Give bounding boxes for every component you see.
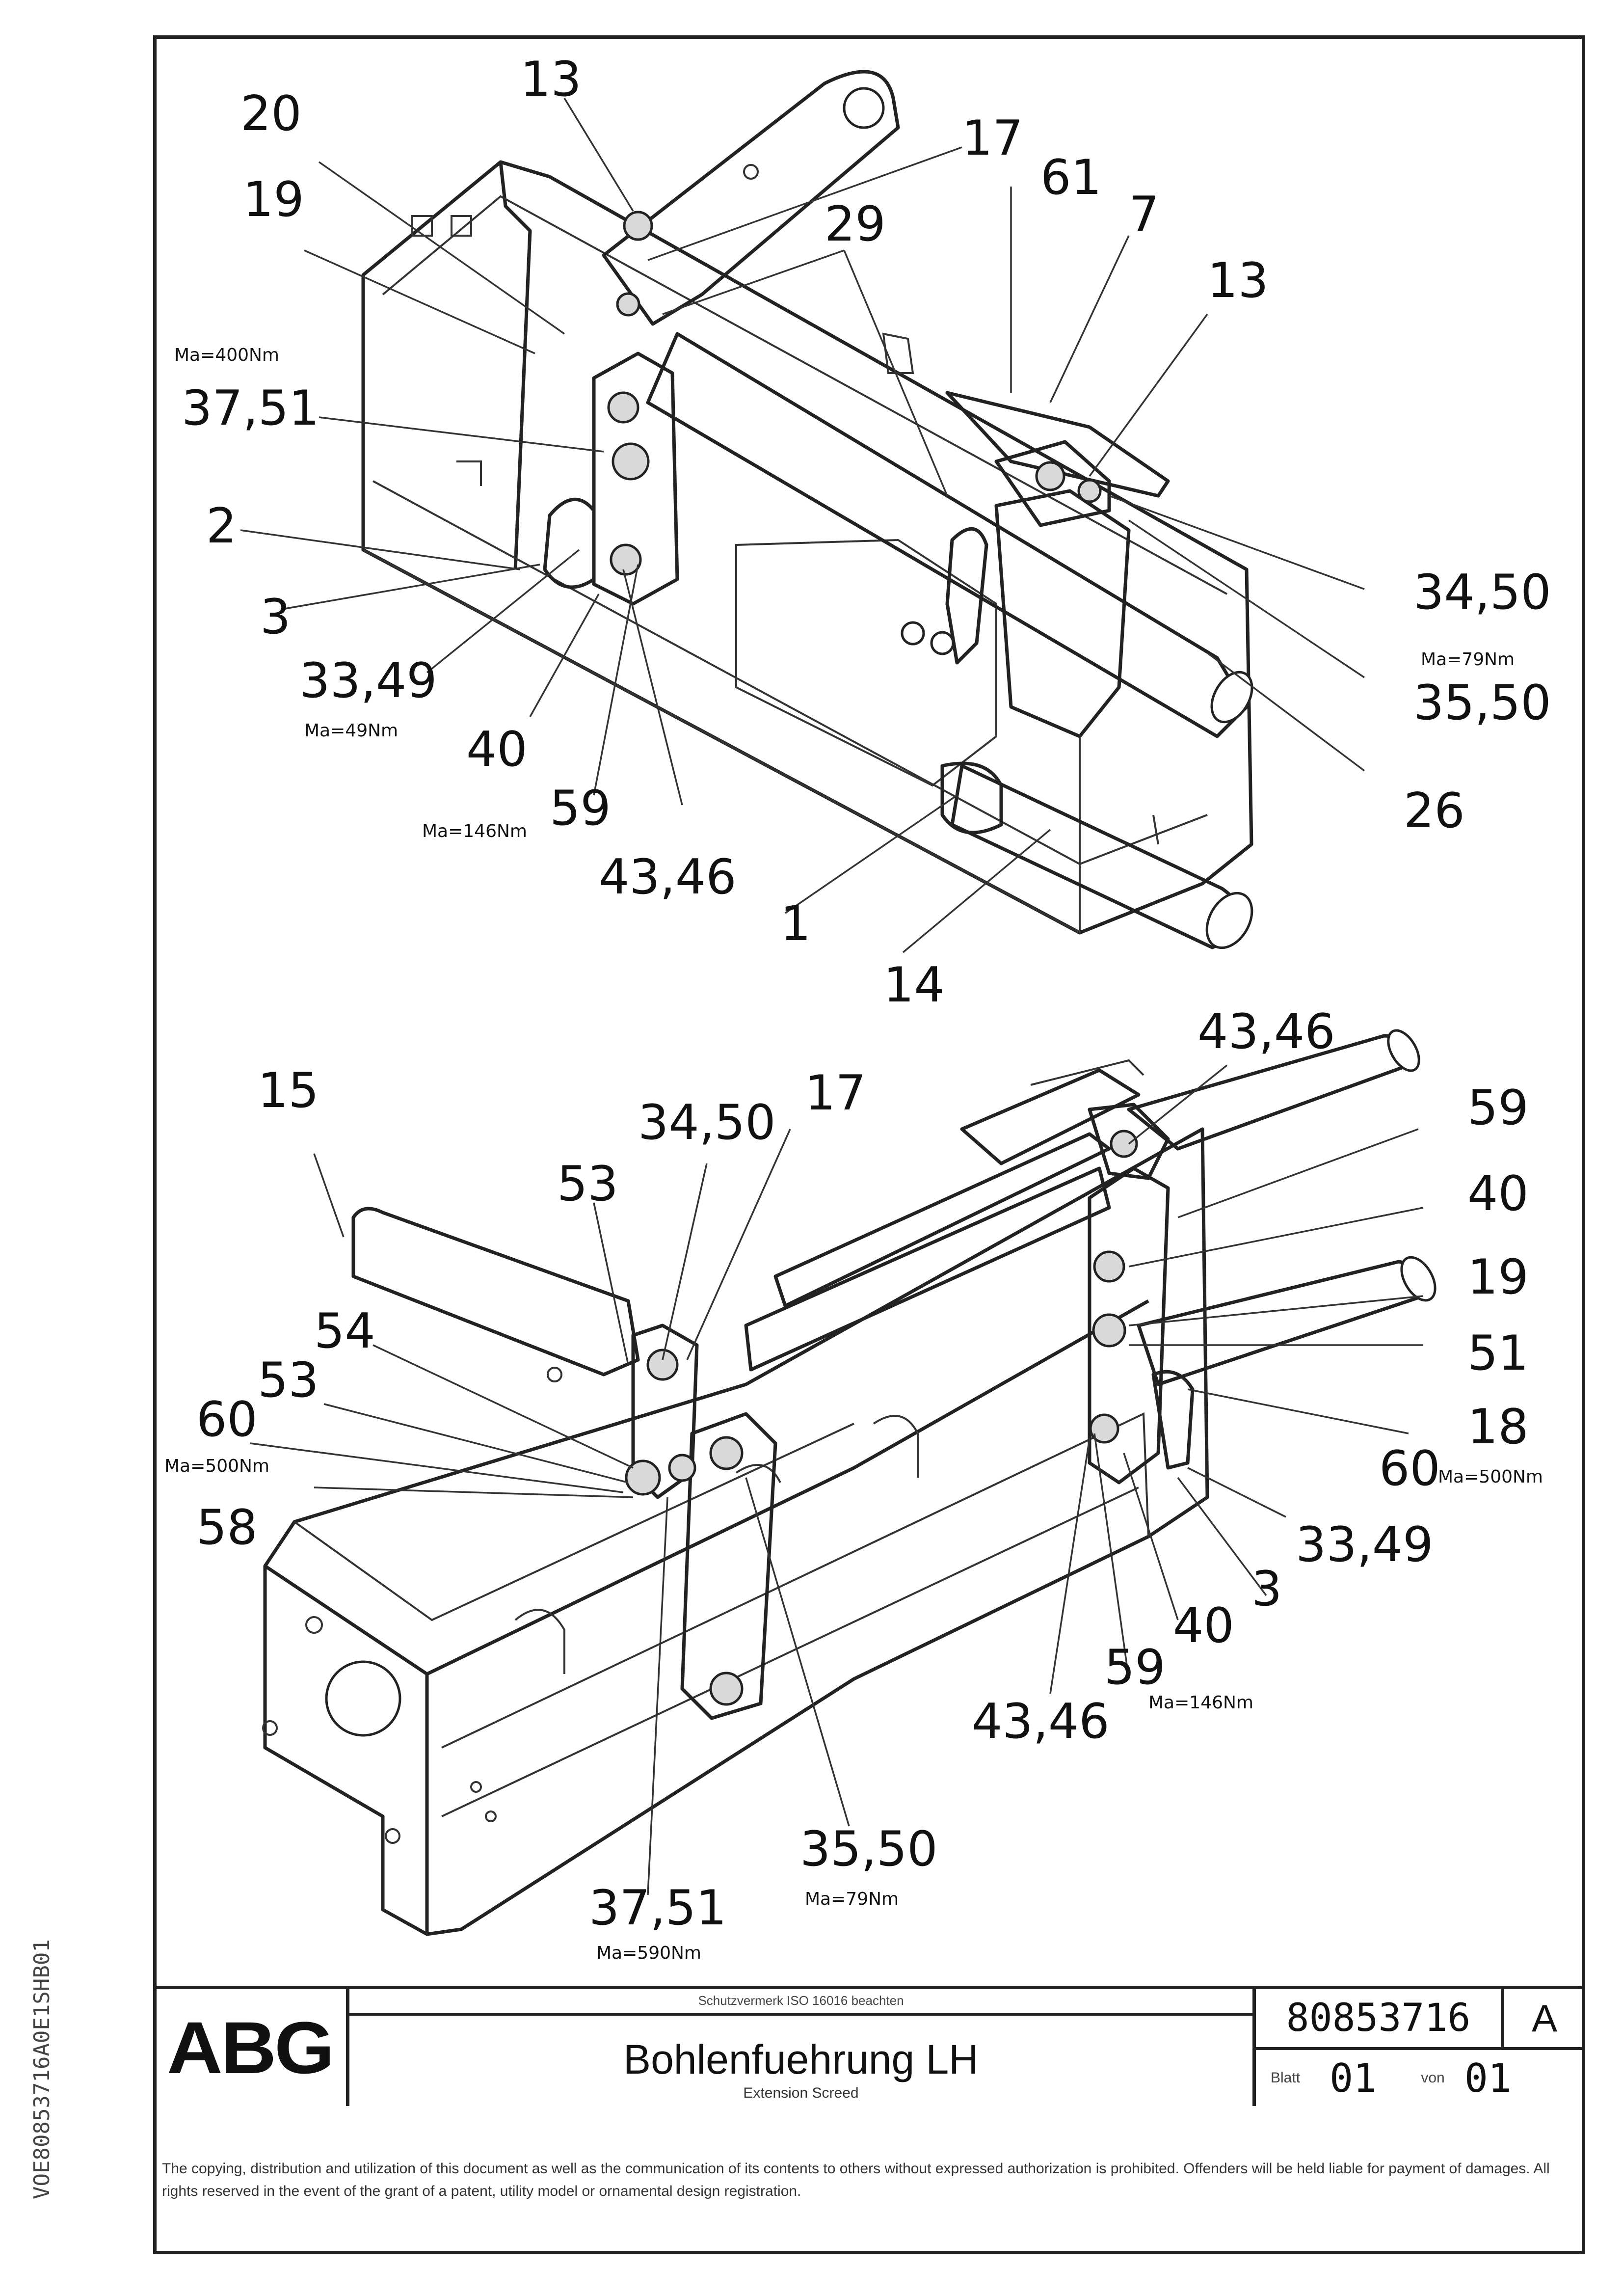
top-callout-59: 59	[550, 781, 611, 837]
bottom-callout-19: 19	[1467, 1249, 1529, 1305]
top-callout-13a: 13	[520, 52, 582, 108]
side-reference-code: VOE80853716A0E1SHB01	[29, 1939, 54, 2199]
top-callout-29: 29	[825, 196, 886, 252]
revision-letter: A	[1504, 1989, 1585, 2050]
bottom-callout-43-46a: 43,46	[1197, 1004, 1335, 1060]
of-label: von	[1421, 2070, 1445, 2086]
bottom-lever-arm	[351, 1207, 640, 1377]
bottom-torque-500a: Ma=500Nm	[164, 1456, 269, 1476]
bottom-callout-43-46b: 43,46	[972, 1694, 1110, 1750]
bottom-callout-53b: 53	[258, 1352, 319, 1408]
protection-notice: Schutzvermerk ISO 16016 beachten	[349, 1993, 1252, 2016]
bottom-leader-lines	[250, 1064, 1424, 1895]
top-callout-14: 14	[883, 957, 945, 1013]
bottom-callout-3: 3	[1251, 1561, 1282, 1617]
bottom-torque-146: Ma=146Nm	[1148, 1693, 1253, 1713]
bottom-frame-outline	[263, 1127, 1209, 1936]
sheet-info: Blatt 01 von 01	[1256, 2050, 1585, 2106]
bottom-callout-15: 15	[258, 1063, 319, 1119]
bottom-callout-35-50: 35,50	[800, 1821, 938, 1877]
top-callout-2: 2	[206, 498, 237, 554]
copyright-disclaimer: The copying, distribution and utilizatio…	[162, 2161, 1550, 2199]
bottom-callout-40b: 40	[1173, 1598, 1234, 1654]
sheet-label: Blatt	[1271, 2070, 1301, 2086]
top-callout-13b: 13	[1207, 253, 1269, 309]
company-logo: ABG	[166, 2006, 335, 2089]
top-leader-lines	[240, 98, 1365, 953]
bottom-torque-79: Ma=79Nm	[805, 1889, 899, 1909]
top-callout-1: 1	[780, 896, 811, 952]
sheets-total: 01	[1464, 2055, 1512, 2101]
bottom-callout-40a: 40	[1467, 1166, 1529, 1222]
top-callout-26: 26	[1404, 783, 1465, 839]
top-callout-37-51: 37,51	[182, 380, 319, 436]
bottom-callout-59b: 59	[1104, 1640, 1166, 1696]
bottom-callout-54: 54	[314, 1303, 375, 1359]
sheet-number: 01	[1330, 2055, 1377, 2101]
logo-cell: ABG	[153, 1989, 349, 2106]
top-torque-79: Ma=79Nm	[1421, 649, 1515, 670]
top-callout-43-46: 43,46	[599, 849, 737, 905]
bottom-callout-53a: 53	[557, 1156, 618, 1212]
top-torque-49: Ma=49Nm	[304, 721, 398, 741]
bottom-assembly-view: 43,46 15 34,50 17 59 53 40 54 19 53 51 6…	[164, 1004, 1543, 1963]
top-lever-arm	[602, 70, 900, 326]
bottom-callout-51: 51	[1467, 1325, 1529, 1381]
document-number: 80853716	[1256, 1989, 1504, 2050]
drawing-title: Bohlenfuehrung LH	[623, 2036, 979, 2082]
top-torque-146: Ma=146Nm	[422, 821, 527, 841]
top-callout-35-50: 35,50	[1413, 675, 1551, 731]
drawing-frame	[153, 35, 1585, 2254]
bottom-callout-33-49: 33,49	[1296, 1517, 1434, 1573]
bottom-link-plate	[680, 1412, 777, 1720]
bottom-callout-37-51: 37,51	[589, 1880, 727, 1936]
top-link-plate	[592, 351, 679, 606]
bottom-callout-60b: 60	[1379, 1441, 1440, 1497]
bottom-callout-59a: 59	[1467, 1080, 1529, 1136]
bottom-torque-500b: Ma=500Nm	[1438, 1467, 1543, 1487]
title-cell: Schutzvermerk ISO 16016 beachten Bohlenf…	[349, 1989, 1252, 2106]
top-callout-33-49: 33,49	[299, 653, 437, 709]
top-callout-61: 61	[1040, 150, 1102, 206]
bottom-callout-17: 17	[805, 1065, 866, 1121]
bottom-torque-590: Ma=590Nm	[596, 1943, 701, 1963]
top-callout-34-50: 34,50	[1413, 565, 1551, 621]
top-callout-17: 17	[962, 110, 1023, 166]
top-assembly-view: 13 20 19 17 61 29 7 13 Ma=400Nm 37,51 2 …	[174, 52, 1551, 1013]
top-callout-19: 19	[243, 172, 304, 228]
bottom-callout-34-50: 34,50	[638, 1095, 776, 1151]
number-cell: 80853716 A Blatt 01 von 01	[1252, 1989, 1585, 2106]
top-callout-7: 7	[1129, 187, 1159, 243]
bottom-callout-58: 58	[196, 1500, 258, 1556]
title-block: ABG Schutzvermerk ISO 16016 beachten Boh…	[153, 1986, 1585, 2106]
drawing-subtitle: Extension Screed	[743, 2085, 859, 2101]
top-callout-20: 20	[240, 86, 302, 142]
top-callout-3: 3	[260, 589, 291, 645]
bottom-lower-tube	[1137, 1260, 1426, 1386]
bottom-callout-18: 18	[1467, 1399, 1529, 1455]
top-torque-400: Ma=400Nm	[174, 345, 279, 365]
top-upper-tube	[646, 332, 1249, 738]
top-callout-40: 40	[466, 722, 528, 778]
bottom-callout-60a: 60	[196, 1392, 258, 1448]
